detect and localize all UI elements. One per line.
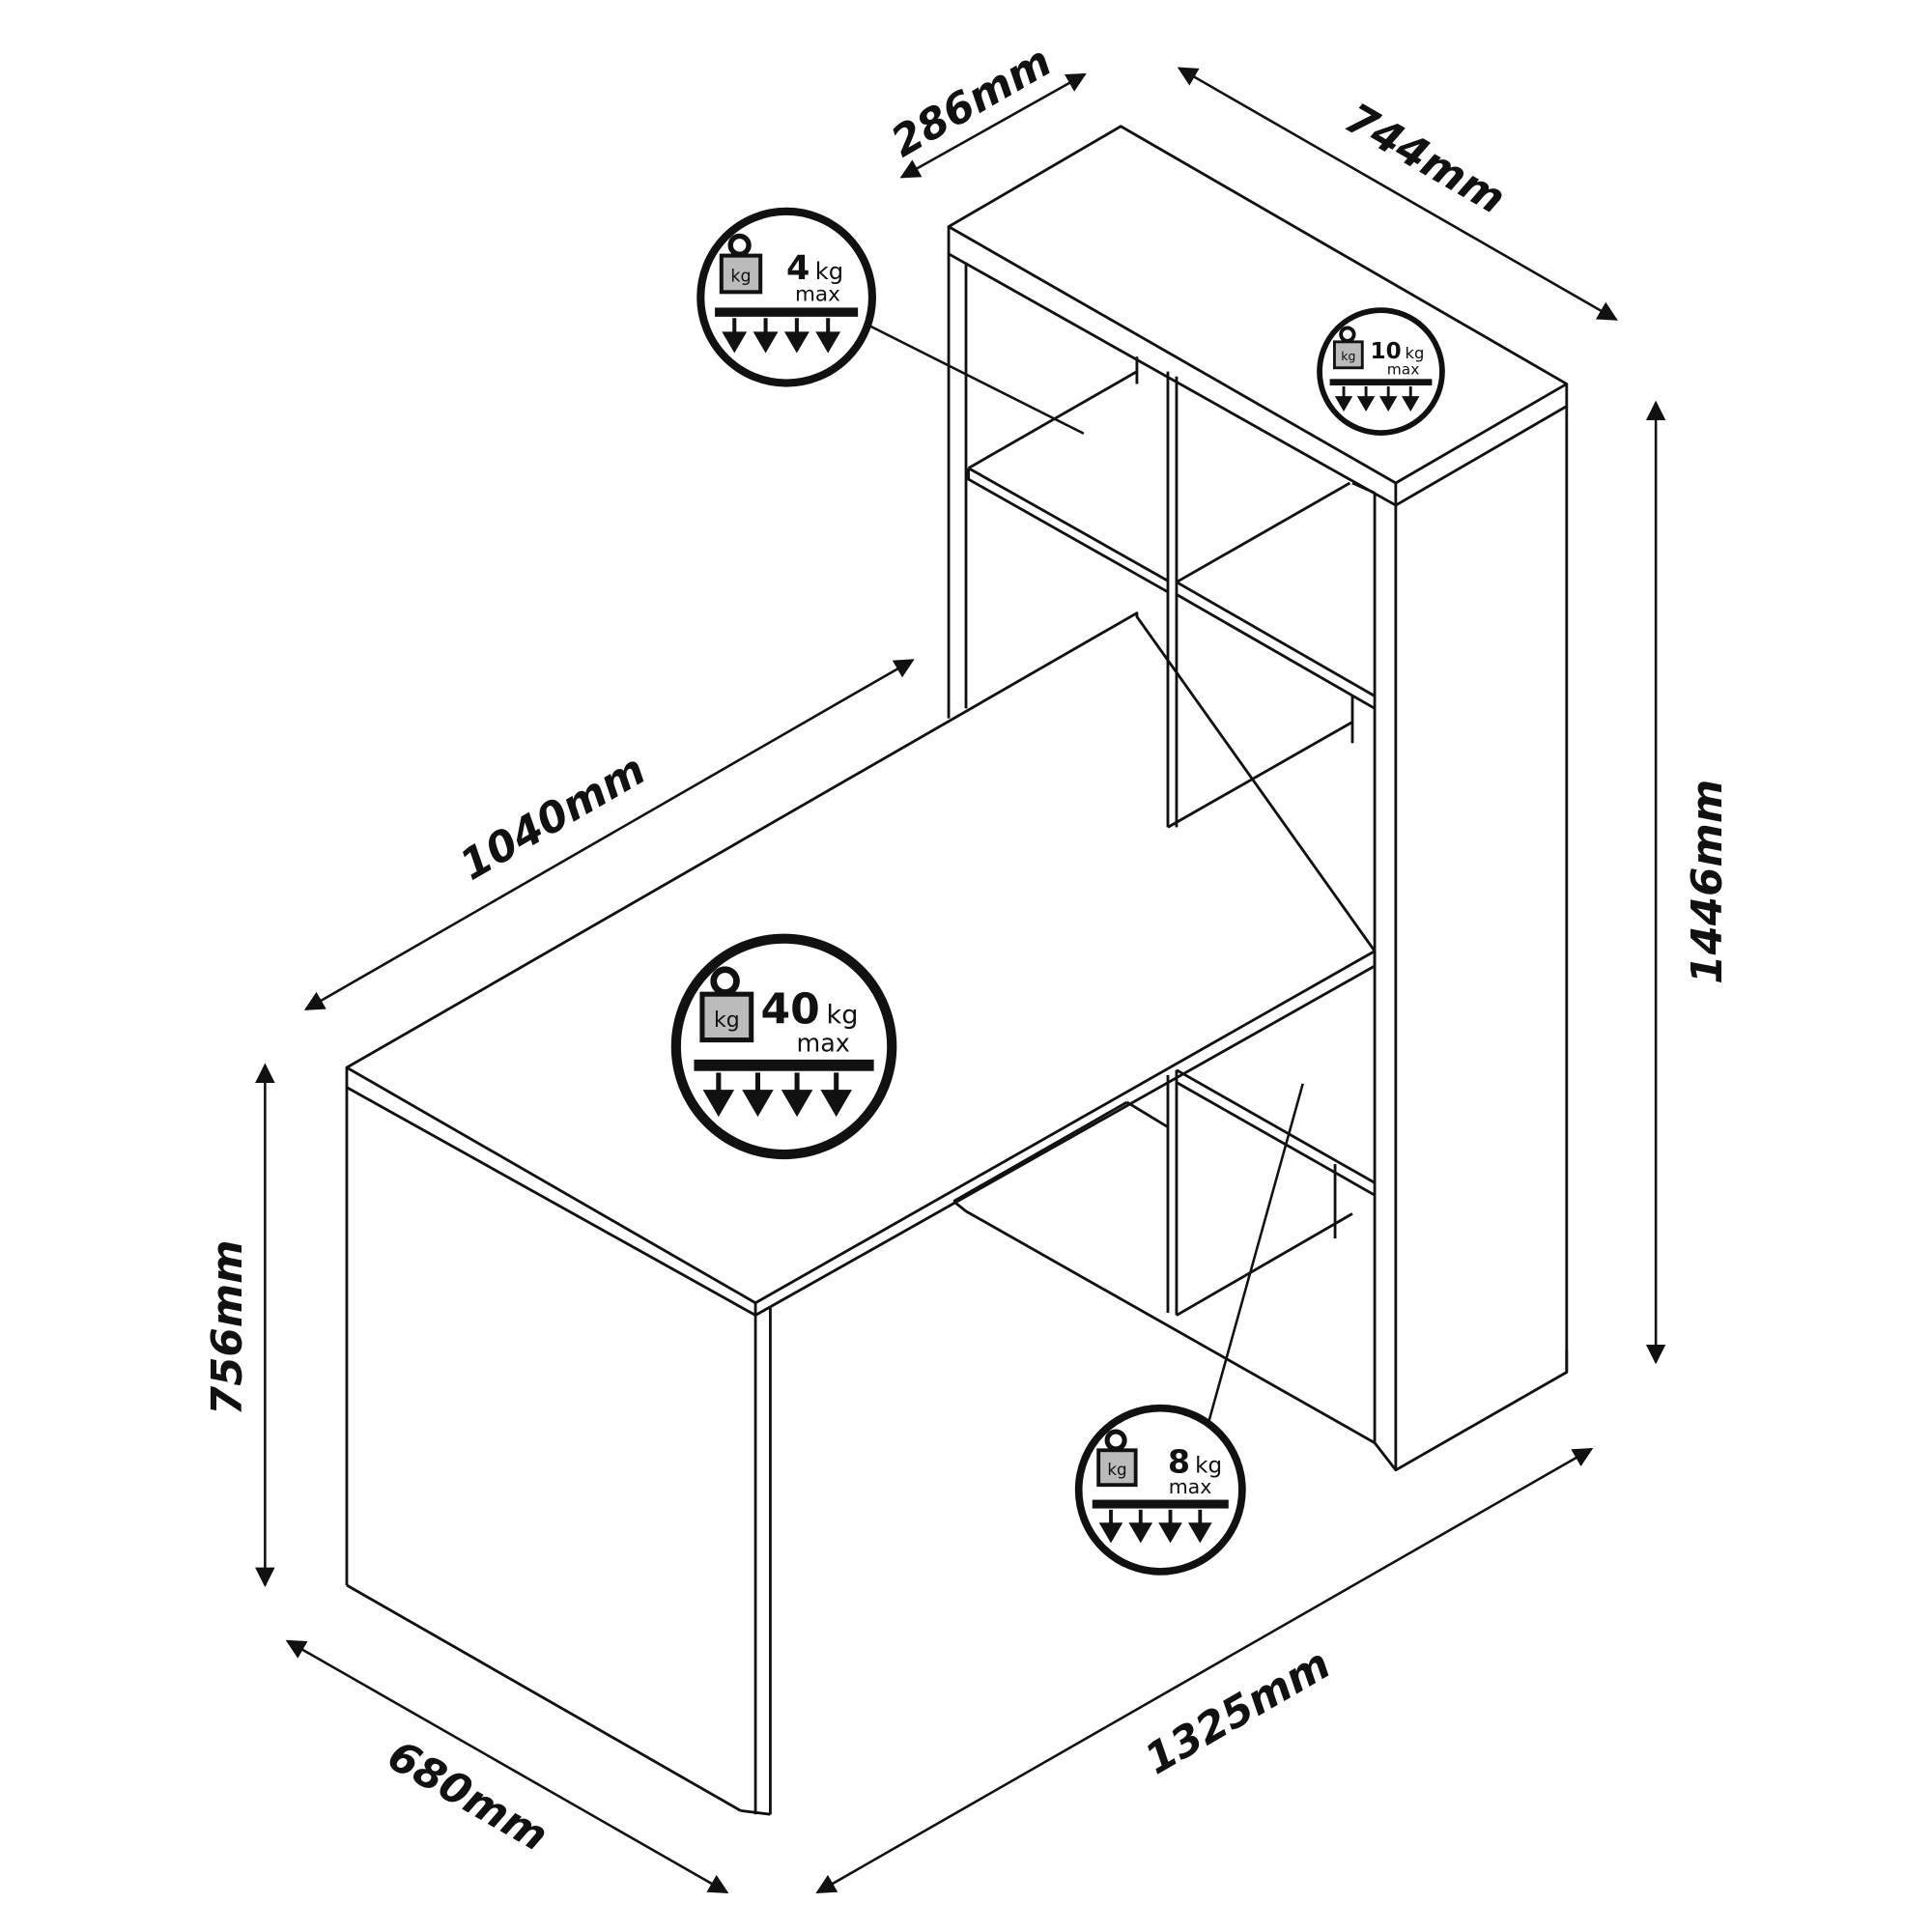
dimension-arrows <box>255 67 1666 1894</box>
arrow-hutch-width <box>1177 67 1618 321</box>
svg-text:kg: kg <box>1195 1453 1222 1478</box>
label-hutch-height: 1446mm <box>1684 780 1732 984</box>
svg-text:kg: kg <box>1405 344 1424 362</box>
load-badge-lower-shelf: kg 8 kg max <box>1079 1408 1242 1572</box>
weight-icon <box>700 212 872 384</box>
weight-icon <box>676 939 892 1154</box>
svg-text:kg: kg <box>1341 349 1355 363</box>
load-badge-top-shelf: kg 4 kg max <box>700 212 872 384</box>
weight-icon <box>1320 310 1442 433</box>
svg-text:kg: kg <box>827 1001 859 1031</box>
load-badge-desk-top: kg 40 kg max <box>676 939 892 1154</box>
desk-outline <box>345 125 1569 1816</box>
label-hutch-width: 744mm <box>1337 95 1513 224</box>
svg-text:kg: kg <box>730 268 751 287</box>
desk-top <box>345 611 1377 1305</box>
arrow-desk-length <box>303 659 915 1010</box>
svg-text:max: max <box>1169 1475 1212 1498</box>
svg-text:4: 4 <box>786 249 810 288</box>
label-total-width: 1325mm <box>1137 1640 1339 1784</box>
svg-text:8: 8 <box>1168 1442 1190 1480</box>
svg-text:kg: kg <box>1107 1461 1126 1479</box>
load-badge-hutch-top: kg 10 kg max <box>1320 310 1442 433</box>
svg-text:max: max <box>797 1028 850 1057</box>
svg-text:10: 10 <box>1371 339 1402 364</box>
label-desk-length: 1040mm <box>452 746 654 890</box>
svg-text:kg: kg <box>714 1009 740 1033</box>
arrow-desk-depth <box>285 1639 729 1894</box>
svg-text:max: max <box>1387 360 1420 378</box>
arrow-total-width <box>815 1447 1594 1894</box>
arrow-hutch-depth <box>899 72 1087 179</box>
svg-text:max: max <box>795 283 840 307</box>
svg-text:kg: kg <box>815 258 843 285</box>
label-desk-depth: 680mm <box>380 1732 555 1861</box>
svg-text:40: 40 <box>761 985 820 1035</box>
weight-icon <box>1079 1408 1242 1572</box>
label-desk-height: 756mm <box>204 1239 252 1415</box>
